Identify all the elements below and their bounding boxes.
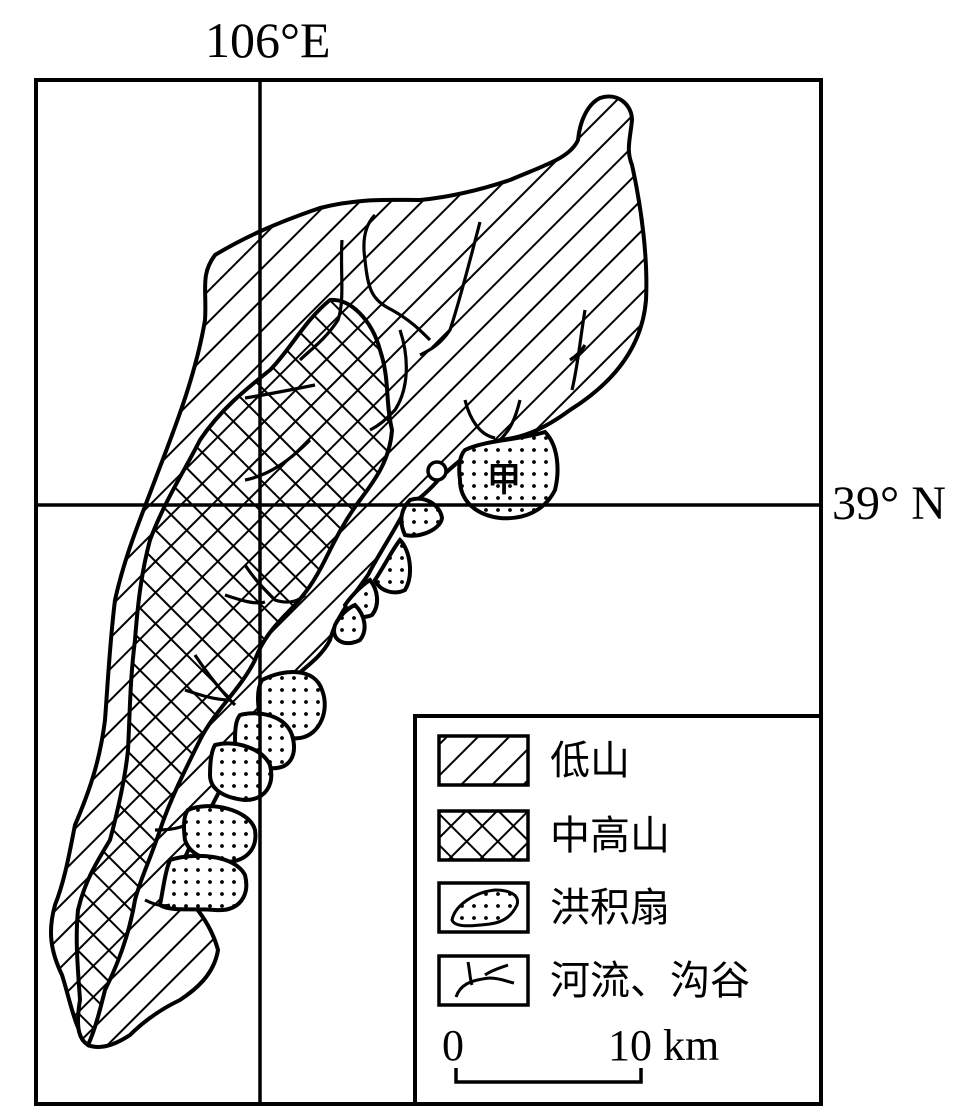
legend-swatch-mid-high-mountain — [437, 809, 530, 862]
alluvial-fan-jia — [457, 429, 560, 521]
mid-high-mountain-region — [74, 297, 395, 1048]
legend-swatch-river — [437, 954, 530, 1007]
legend-label-low-mountain: 低山 — [550, 738, 630, 784]
legend-river-icon — [454, 961, 515, 998]
rivers-gullies — [144, 213, 587, 908]
legend-label-river-gully: 河流、沟谷 — [550, 958, 750, 1004]
latitude-label: 39° N — [832, 477, 946, 530]
place-label-jia: 甲 — [487, 460, 521, 500]
scale-start-label: 0 — [442, 1021, 464, 1070]
legend-swatch-low-mountain — [437, 734, 530, 787]
alluvial-fans — [157, 429, 560, 913]
longitude-label: 106°E — [205, 12, 331, 68]
legend-label-alluvial-fan: 洪积扇 — [550, 885, 670, 931]
scale-end-label: 10 km — [608, 1021, 720, 1070]
legend-label-mid-high-mountain: 中高山 — [550, 813, 670, 859]
town-marker — [426, 460, 448, 482]
legend-alluvial-fan-icon — [450, 888, 520, 928]
scale-bar — [454, 1068, 643, 1084]
